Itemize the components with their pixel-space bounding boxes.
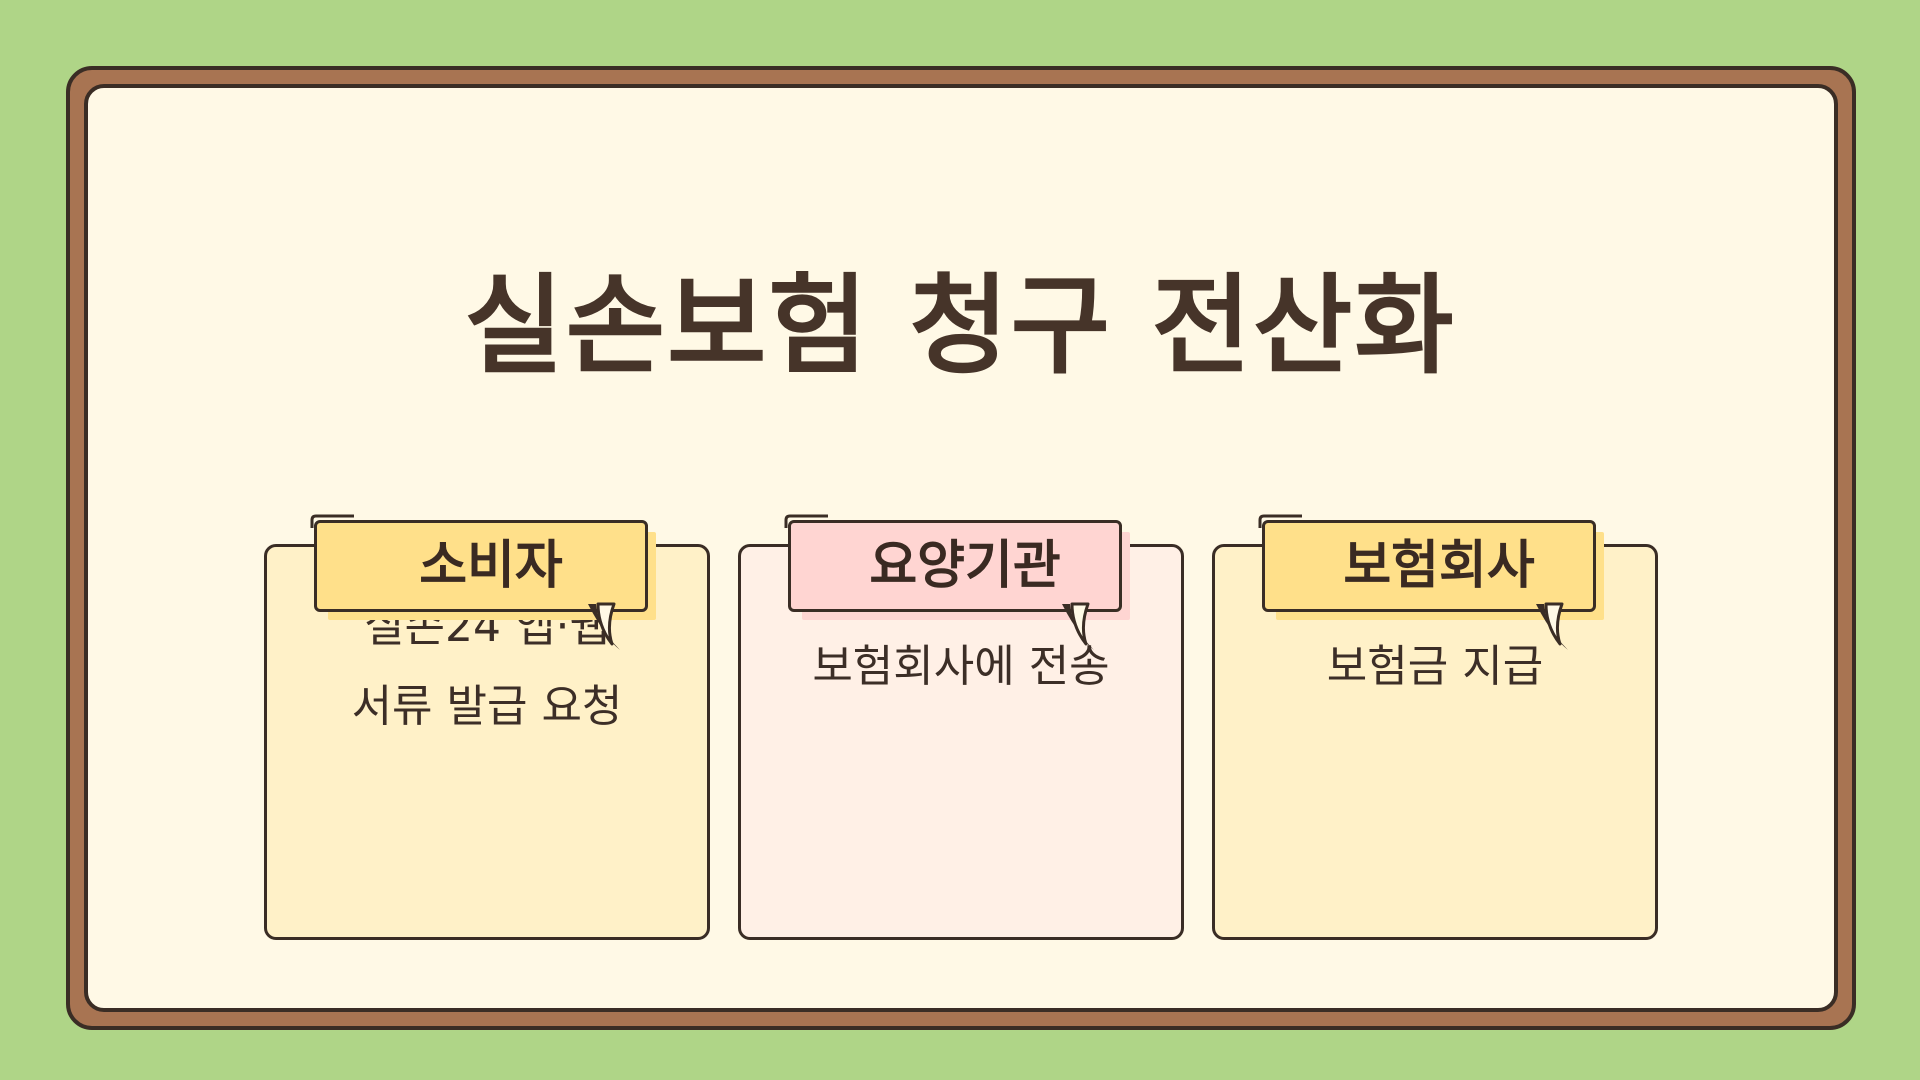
tag-hospital-box bbox=[788, 520, 1122, 612]
sparkle-dash-icon bbox=[1258, 514, 1302, 528]
tag-hospital: 요양기관 bbox=[788, 520, 1130, 650]
card-insurer-text-line-1: 보험금 지급 bbox=[1326, 641, 1544, 692]
tag-consumer-box bbox=[314, 520, 648, 612]
card-consumer-text-line-2: 서류 발급 요청 bbox=[351, 681, 623, 732]
tag-insurer-box bbox=[1262, 520, 1596, 612]
tag-insurer: 보험회사 bbox=[1262, 520, 1604, 650]
tag-consumer-label: 소비자 bbox=[419, 536, 563, 596]
speech-tail-icon bbox=[1536, 602, 1568, 650]
sparkle-dash-icon bbox=[784, 514, 828, 528]
tag-insurer-label: 보험회사 bbox=[1343, 536, 1535, 596]
speech-tail-icon bbox=[1062, 602, 1094, 650]
sparkle-dash-icon bbox=[310, 514, 354, 528]
card-hospital-text-line-1: 보험회사에 전송 bbox=[812, 641, 1110, 692]
slide-title: 실손보험 청구 전산화 bbox=[464, 264, 1456, 389]
tag-hospital-label: 요양기관 bbox=[869, 536, 1061, 596]
tag-consumer: 소비자 bbox=[314, 520, 656, 650]
speech-tail-icon bbox=[588, 602, 620, 650]
